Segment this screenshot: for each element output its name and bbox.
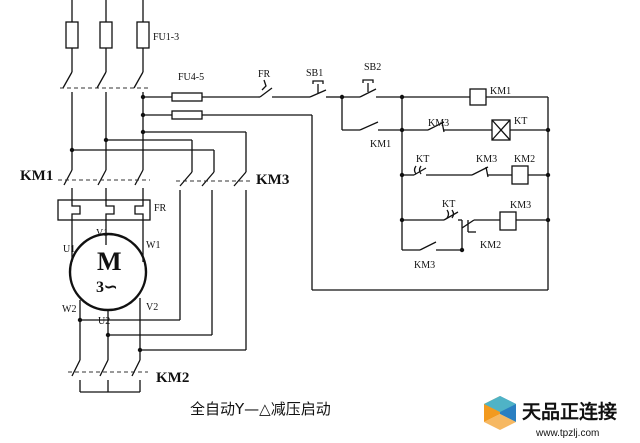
fu1-3-label: FU1-3	[153, 32, 179, 43]
kt-coil-rung	[402, 119, 548, 141]
motor-m-label: M	[97, 247, 122, 276]
km2-main-label: KM2	[156, 370, 189, 386]
motor: M 3∽	[68, 232, 148, 312]
control-feed	[143, 92, 548, 291]
watermark-brand: 天品正连接	[522, 400, 617, 423]
sb2-label: SB2	[364, 62, 381, 73]
km1-main-contacts	[58, 169, 150, 200]
watermark-logo-icon	[484, 396, 516, 430]
km2-coil-rung	[402, 165, 548, 185]
u1-label: U1	[63, 244, 75, 255]
main-switch	[60, 71, 150, 170]
ctrl-km3-nc2-label: KM3	[476, 154, 497, 165]
fr-main-label: FR	[154, 203, 167, 214]
ctrl-kt-contact2-label: KT	[442, 199, 455, 210]
fr-nc-contact	[258, 79, 300, 98]
ctrl-kt-coil-label: KT	[514, 116, 527, 127]
km1-main-label: KM1	[20, 168, 53, 184]
fu4-5-label: FU4-5	[178, 72, 204, 83]
w2-label: W2	[62, 304, 76, 315]
fuses-fu1-3	[65, 21, 150, 72]
ctrl-km1-aux-label: KM1	[370, 139, 391, 150]
ctrl-km3-nc-label: KM3	[428, 118, 449, 129]
km1-coil	[402, 88, 548, 106]
ctrl-km1-coil-label: KM1	[490, 86, 511, 97]
km3-main-label: KM3	[256, 172, 289, 188]
ctrl-km3-coil-label: KM3	[510, 200, 531, 211]
fr-top-label: FR	[258, 69, 271, 80]
motor-lower-leads	[79, 298, 246, 360]
v2-label: V2	[146, 302, 158, 313]
km2-main-contacts	[68, 359, 148, 393]
sb2-start-button[interactable]	[342, 79, 402, 98]
sb1-label: SB1	[306, 68, 323, 79]
km3-hold-branch	[402, 241, 462, 251]
sb1-stop-button[interactable]	[300, 80, 342, 98]
u2-label: U2	[98, 316, 110, 327]
v1-label: V1	[96, 228, 108, 239]
motor-phase-label: 3∽	[96, 279, 117, 296]
fr-thermal-relay	[57, 199, 151, 262]
supply-lines	[71, 0, 144, 22]
ctrl-km3-aux-label: KM3	[414, 260, 435, 271]
km3-coil-rung	[402, 209, 548, 250]
km1-hold-branch	[341, 97, 402, 131]
diagram-caption: 全自动Y—△减压启动	[190, 400, 331, 418]
ctrl-km2-nc-label: KM2	[480, 240, 501, 251]
w1-label: W1	[146, 240, 160, 251]
watermark-url: www.tpzlj.com	[535, 428, 599, 439]
ctrl-km2-coil-label: KM2	[514, 154, 535, 165]
ctrl-kt-contact1-label: KT	[416, 154, 429, 165]
km3-main-contacts	[72, 131, 250, 350]
